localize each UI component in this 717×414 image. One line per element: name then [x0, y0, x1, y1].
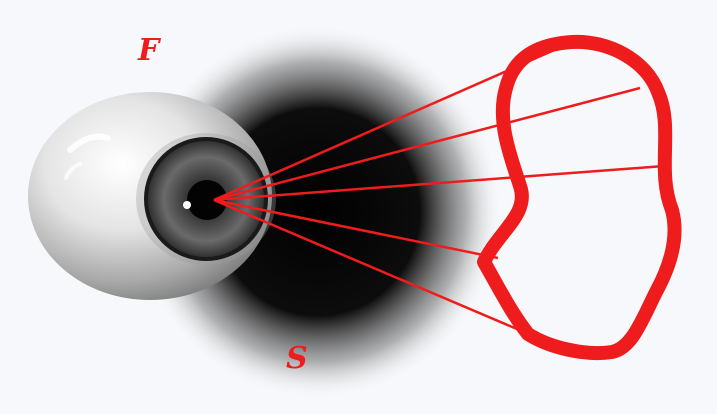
label-s: S: [286, 344, 308, 374]
label-f: F: [138, 36, 159, 66]
eye-highlight: [183, 201, 191, 209]
projected-outline: [484, 42, 675, 353]
